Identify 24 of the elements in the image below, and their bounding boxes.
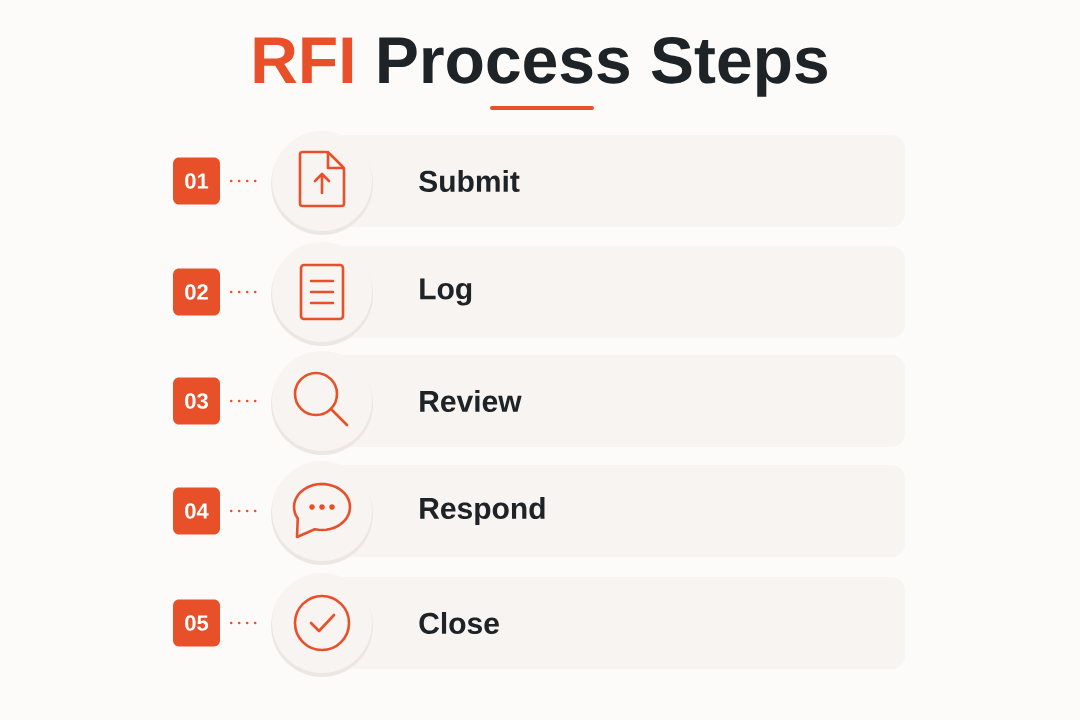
step-number-badge: 05: [173, 599, 220, 647]
step-card: Review: [330, 355, 906, 447]
step-number-badge: 04: [173, 487, 220, 535]
dotted-connector: [229, 179, 259, 183]
dotted-connector: [229, 621, 259, 625]
node-label: Review: [420, 389, 522, 413]
step-card: Respond: [330, 465, 906, 557]
step-number-badge: 02: [173, 268, 220, 316]
step-number-badge: 03: [173, 377, 220, 425]
icon-circle: [271, 242, 373, 346]
step-card: Log: [330, 246, 906, 338]
step-card: Close: [330, 577, 906, 669]
icon-circle: [271, 461, 373, 565]
icon-circle: [271, 351, 373, 455]
node-label: Respond: [420, 497, 545, 525]
node-label: Close: [419, 611, 499, 635]
dotted-connector: [229, 399, 259, 403]
icon-circle: [271, 131, 373, 235]
step-card: Submit: [330, 135, 906, 227]
dotted-connector: [229, 509, 259, 513]
title: RFI Process Steps: [254, 36, 827, 97]
step-number-badge: 01: [173, 157, 220, 205]
icon-circle: [271, 573, 373, 677]
dotted-connector: [229, 290, 259, 294]
